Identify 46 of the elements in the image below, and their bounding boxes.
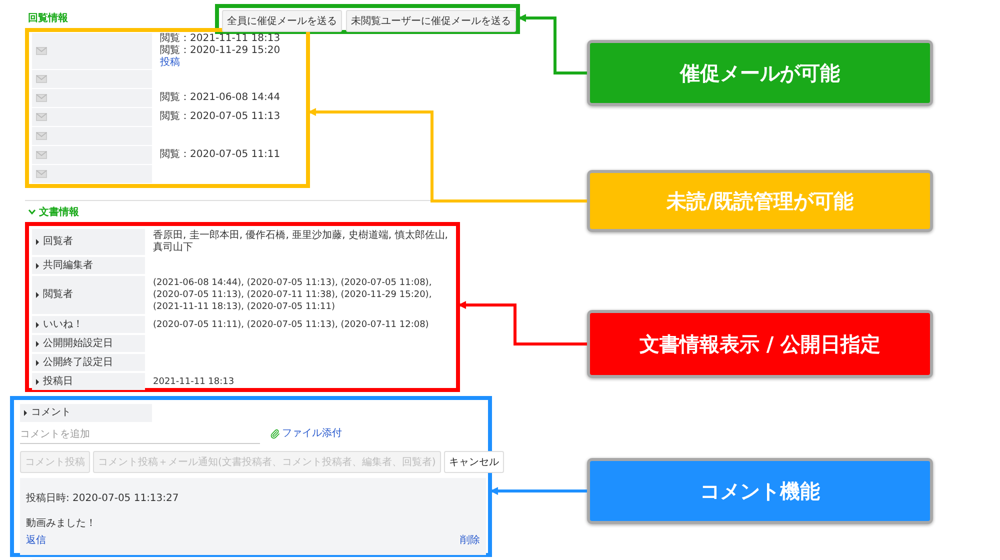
callout-box [587,458,933,524]
highlight-frame [25,28,310,188]
field-name: 投稿日 [43,376,73,388]
callout-text: 催促メールが可能 [680,60,840,86]
reply-link: 返信 [26,535,46,547]
callout-box [587,170,933,232]
read-time: 閲覧：2021-11-11 18:13 [160,33,280,45]
field-name: 公開開始設定日 [43,338,113,350]
field-value: 2021-11-11 18:13 [153,376,236,388]
read-time: 閲覧：2020-07-05 11:11 [160,149,280,161]
remind-unread-button: 未閲覧ユーザーに催促メールを送る [346,10,516,32]
callout-box [587,310,933,378]
field-value: (2021-06-08 14:44), (2020-07-05 11:13), (2020-07-05 11:08), (2020-07-05 11:13), (2020-07-11 11:38), (2020-11-29 15:20), (2021-11-11 18:13), (2020-07-05 11:11) [153,277,433,313]
post-and-notify-button: コメント投稿＋メール通知(文書投稿者、コメント投稿者、編集者、回覧者) [93,451,441,473]
callout-text: 文書情報表示 / 公開日指定 [639,330,881,358]
highlight-frame [25,222,460,392]
callout-text: 未読/既読管理が可能 [666,188,854,214]
field-value: (2020-07-05 11:11), (2020-07-05 11:13), (2020-07-11 12:08) [153,318,430,330]
field-name: 公開終了設定日 [43,356,113,368]
read-time: 閲覧：2020-11-29 15:20 [160,45,280,56]
post-link: 投稿 [160,57,181,69]
read-time: 閲覧：2021-06-08 14:44 [160,92,280,104]
attach-file-link: ファイル添付 [282,428,342,440]
field-name: 閲覧者 [43,289,73,301]
field-name: コメント [31,407,71,419]
delete-link: 削除 [460,535,480,547]
section-title: 回覧情報 [28,13,68,24]
field-name: 回覧者 [43,236,73,248]
field-name: いいね！ [43,318,83,330]
callout-box [587,40,933,106]
post-time: 投稿日時: 2020-07-05 11:13:27 [26,493,179,504]
section-title: 文書情報 [39,206,79,219]
field-name: 共同編集者 [43,260,93,272]
highlight-frame [215,4,520,34]
arrow [308,108,587,202]
cancel-button: キャンセル [444,451,504,473]
read-time: 閲覧：2020-07-05 11:13 [160,111,280,123]
comment-text: 動画みました！ [26,518,96,529]
remind-all-button: 全員に催促メールを送る [222,10,342,32]
arrow [518,14,587,74]
callout-text: コメント機能 [700,478,820,504]
field-value: 香原田, 圭一郎本田, 優作石橋, 亜里沙加藤, 史樹道端, 慎太郎佐山, 真司山下 [153,230,449,254]
post-comment-button: コメント投稿 [20,451,90,473]
arrow [458,301,587,346]
arrow [490,487,587,495]
comment-input-field: コメントを追加 [20,424,260,444]
